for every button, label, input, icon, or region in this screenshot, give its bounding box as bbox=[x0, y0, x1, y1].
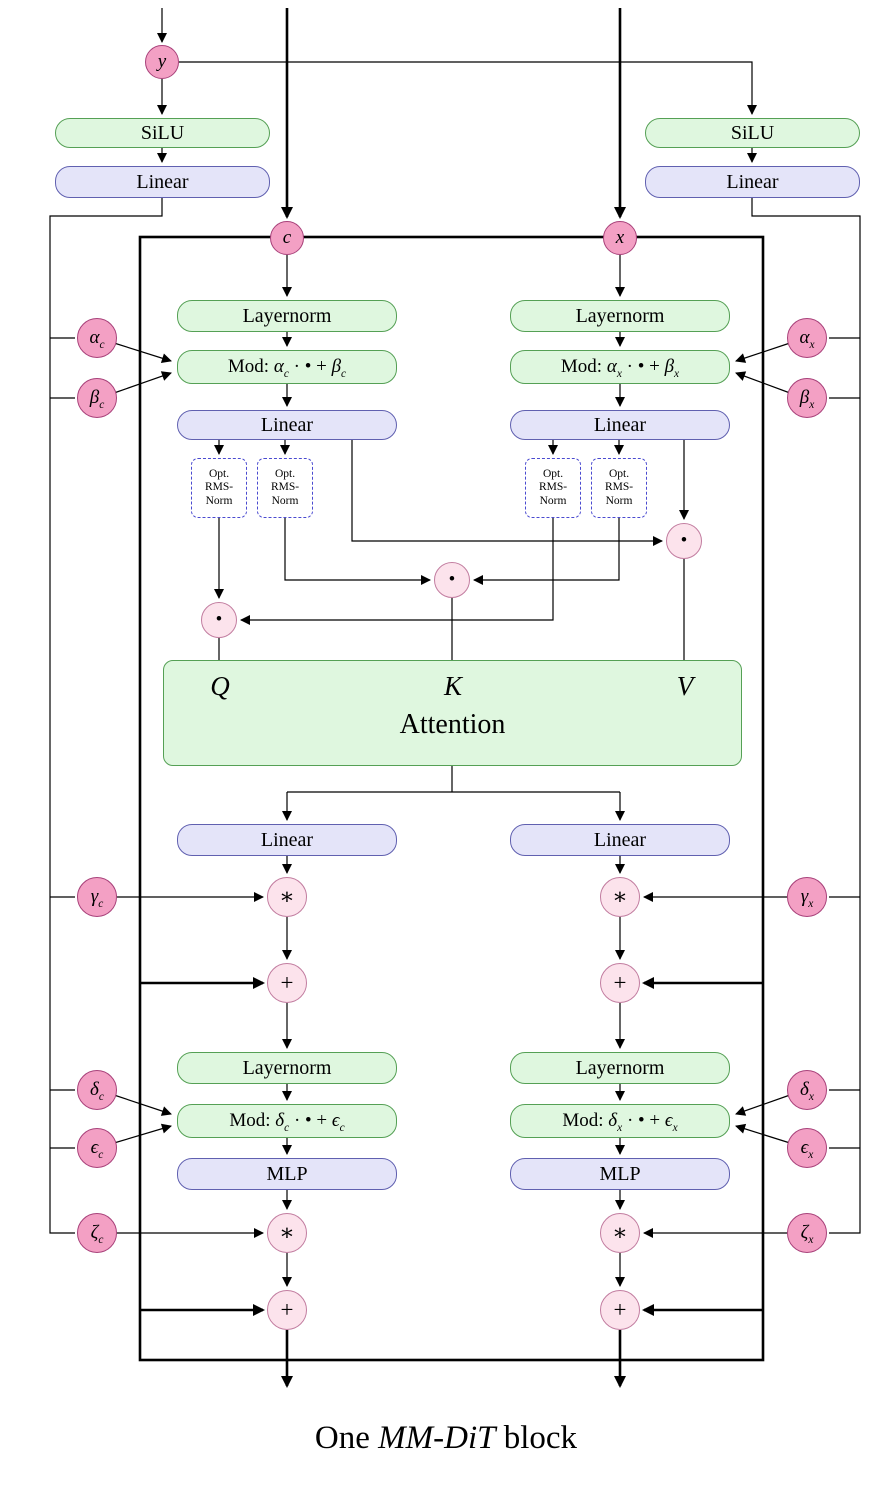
attention-v-label: V bbox=[676, 671, 694, 701]
mod2-x-label: Mod: δx · • + ϵx bbox=[562, 1110, 678, 1134]
rmsnorm-k-c: Opt. RMS- Norm bbox=[257, 458, 313, 518]
add1-x-operator: + bbox=[600, 963, 640, 1003]
mlp-box-x: MLP bbox=[510, 1158, 730, 1190]
layernorm2-c: Layernorm bbox=[177, 1052, 397, 1084]
mlp-box-c: MLP bbox=[177, 1158, 397, 1190]
mod1-c: Mod: αc · • + βc bbox=[177, 350, 397, 384]
param-delta-x-label: δx bbox=[800, 1079, 814, 1103]
mod1-x: Mod: αx · • + βx bbox=[510, 350, 730, 384]
linear-qkv-x: Linear bbox=[510, 410, 730, 440]
y-label: y bbox=[157, 51, 167, 72]
scale1-c-operator: ∗ bbox=[267, 877, 307, 917]
layernorm1-c: Layernorm bbox=[177, 300, 397, 332]
attention-k-label: K bbox=[443, 671, 462, 701]
block-border bbox=[138, 235, 765, 1362]
param-alpha-c-label: αc bbox=[89, 327, 105, 351]
signal-wires bbox=[49, 8, 861, 1287]
add1-c-operator: + bbox=[267, 963, 307, 1003]
x-input-node: x bbox=[603, 221, 637, 255]
concat-q-icon: • bbox=[201, 602, 237, 638]
param-alpha-c: αc bbox=[77, 318, 117, 358]
rmsnorm-k-x: Opt. RMS- Norm bbox=[591, 458, 647, 518]
param-beta-x-label: βx bbox=[799, 387, 815, 411]
rmsnorm-q-c: Opt. RMS- Norm bbox=[191, 458, 247, 518]
figure-caption: One MM-DiT block bbox=[314, 1420, 578, 1456]
param-gamma-c: γc bbox=[77, 877, 117, 917]
y-input-node: y bbox=[145, 45, 179, 79]
linear-out-x: Linear bbox=[510, 824, 730, 856]
scale2-x-operator: ∗ bbox=[600, 1213, 640, 1253]
param-delta-c-label: δc bbox=[90, 1079, 104, 1103]
add2-c-operator: + bbox=[267, 1290, 307, 1330]
mod2-x: Mod: δx · • + ϵx bbox=[510, 1104, 730, 1138]
param-epsilon-x: ϵx bbox=[787, 1128, 827, 1168]
concat-k-icon: • bbox=[434, 562, 470, 598]
scale2-c-operator: ∗ bbox=[267, 1213, 307, 1253]
c-input-node: c bbox=[270, 221, 304, 255]
layernorm1-x: Layernorm bbox=[510, 300, 730, 332]
silu-box-right: SiLU bbox=[645, 118, 860, 148]
attention-q-label: Q bbox=[210, 671, 230, 701]
param-epsilon-c: ϵc bbox=[77, 1128, 117, 1168]
param-delta-x: δx bbox=[787, 1070, 827, 1110]
param-zeta-c: ζc bbox=[77, 1213, 117, 1253]
param-epsilon-c-label: ϵc bbox=[90, 1137, 104, 1161]
param-delta-c: δc bbox=[77, 1070, 117, 1110]
param-beta-c: βc bbox=[77, 378, 117, 418]
rmsnorm-q-x: Opt. RMS- Norm bbox=[525, 458, 581, 518]
silu-box-left: SiLU bbox=[55, 118, 270, 148]
param-zeta-x: ζx bbox=[787, 1213, 827, 1253]
mod1-c-label: Mod: αc · • + βc bbox=[227, 356, 347, 380]
param-alpha-x-label: αx bbox=[799, 327, 815, 351]
residual-wires bbox=[141, 8, 762, 1388]
mod1-x-label: Mod: αx · • + βx bbox=[560, 356, 680, 380]
param-gamma-x-label: γx bbox=[800, 886, 814, 910]
param-zeta-x-label: ζx bbox=[800, 1222, 814, 1246]
attention-label: Attention bbox=[399, 709, 506, 740]
param-epsilon-x-label: ϵx bbox=[800, 1137, 814, 1161]
mod2-c: Mod: δc · • + ϵc bbox=[177, 1104, 397, 1138]
param-beta-c-label: βc bbox=[89, 387, 105, 411]
scale1-x-operator: ∗ bbox=[600, 877, 640, 917]
linear-qkv-c: Linear bbox=[177, 410, 397, 440]
concat-v-icon: • bbox=[666, 523, 702, 559]
layernorm2-x: Layernorm bbox=[510, 1052, 730, 1084]
param-beta-x: βx bbox=[787, 378, 827, 418]
attention-box: Q K V Attention bbox=[163, 660, 742, 766]
mod2-c-label: Mod: δc · • + ϵc bbox=[229, 1110, 345, 1134]
param-gamma-x: γx bbox=[787, 877, 827, 917]
linear-box-right: Linear bbox=[645, 166, 860, 198]
linear-box-left: Linear bbox=[55, 166, 270, 198]
param-alpha-x: αx bbox=[787, 318, 827, 358]
add2-x-operator: + bbox=[600, 1290, 640, 1330]
param-zeta-c-label: ζc bbox=[90, 1222, 104, 1246]
linear-out-c: Linear bbox=[177, 824, 397, 856]
param-gamma-c-label: γc bbox=[90, 886, 104, 910]
